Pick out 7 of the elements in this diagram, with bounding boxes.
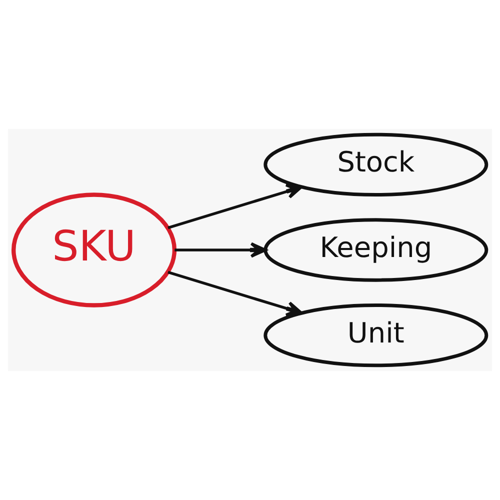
arrow xyxy=(174,242,267,258)
node-ellipse: SKU xyxy=(12,192,177,308)
node-ellipse: Unit xyxy=(264,304,488,368)
node-ellipse: Stock xyxy=(264,132,488,196)
node-ellipse: Keeping xyxy=(264,218,488,282)
arrow xyxy=(168,270,303,316)
arrow xyxy=(168,184,303,230)
